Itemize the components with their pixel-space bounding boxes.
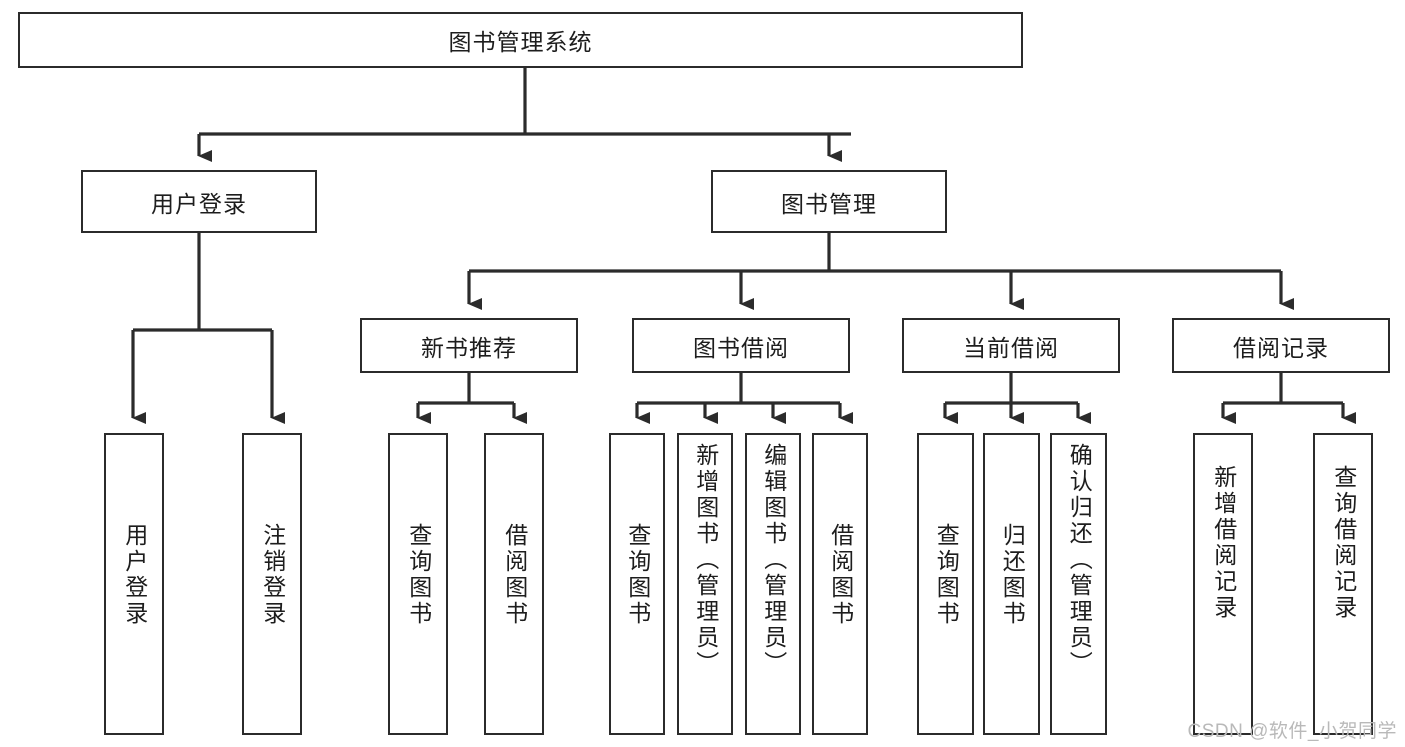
node-leaf-add-book-label: 新增图书（管理员） [692,443,719,677]
node-leaf-add-record[interactable]: 新增借阅记录 [1193,433,1253,735]
node-leaf-confirm-return-label: 确认归还（管理员） [1066,443,1093,677]
node-leaf-borrow-book-2[interactable]: 借阅图书 [812,433,868,735]
node-leaf-query-book-1-label: 查询图书 [405,523,432,627]
node-user-login[interactable]: 用户登录 [81,170,317,233]
node-borrow-record[interactable]: 借阅记录 [1172,318,1390,373]
node-leaf-add-book[interactable]: 新增图书（管理员） [677,433,733,735]
node-leaf-return-book-label: 归还图书 [999,523,1026,627]
node-leaf-query-book-3[interactable]: 查询图书 [917,433,974,735]
node-leaf-query-record-label: 查询借阅记录 [1330,465,1357,621]
node-leaf-query-book-2[interactable]: 查询图书 [609,433,665,735]
node-leaf-user-login-label: 用户登录 [121,523,148,627]
node-current-borrow[interactable]: 当前借阅 [902,318,1120,373]
node-leaf-borrow-book-1-label: 借阅图书 [501,523,528,627]
node-leaf-logout[interactable]: 注销登录 [242,433,302,735]
node-leaf-borrow-book-1[interactable]: 借阅图书 [484,433,544,735]
node-leaf-query-record[interactable]: 查询借阅记录 [1313,433,1373,735]
node-leaf-query-book-2-label: 查询图书 [624,523,651,627]
node-book-borrow-label: 图书借阅 [693,334,789,361]
node-borrow-record-label: 借阅记录 [1233,334,1329,361]
node-book-manage-label: 图书管理 [781,190,877,217]
node-leaf-borrow-book-2-label: 借阅图书 [827,523,854,627]
node-book-manage[interactable]: 图书管理 [711,170,947,233]
node-book-borrow[interactable]: 图书借阅 [632,318,850,373]
node-leaf-query-book-3-label: 查询图书 [933,523,960,627]
node-leaf-edit-book-label: 编辑图书（管理员） [760,443,787,677]
node-leaf-edit-book[interactable]: 编辑图书（管理员） [745,433,801,735]
node-leaf-confirm-return[interactable]: 确认归还（管理员） [1050,433,1107,735]
node-root[interactable]: 图书管理系统 [18,12,1023,68]
node-user-login-label: 用户登录 [151,190,247,217]
node-root-label: 图书管理系统 [448,29,593,55]
node-leaf-logout-label: 注销登录 [259,523,286,627]
node-leaf-add-record-label: 新增借阅记录 [1210,465,1237,621]
node-leaf-user-login[interactable]: 用户登录 [104,433,164,735]
watermark-text: CSDN @软件_小贺同学 [1187,721,1397,742]
node-leaf-return-book[interactable]: 归还图书 [983,433,1040,735]
node-new-book-recommend-label: 新书推荐 [421,334,517,361]
node-new-book-recommend[interactable]: 新书推荐 [360,318,578,373]
node-current-borrow-label: 当前借阅 [963,334,1059,361]
node-leaf-query-book-1[interactable]: 查询图书 [388,433,448,735]
